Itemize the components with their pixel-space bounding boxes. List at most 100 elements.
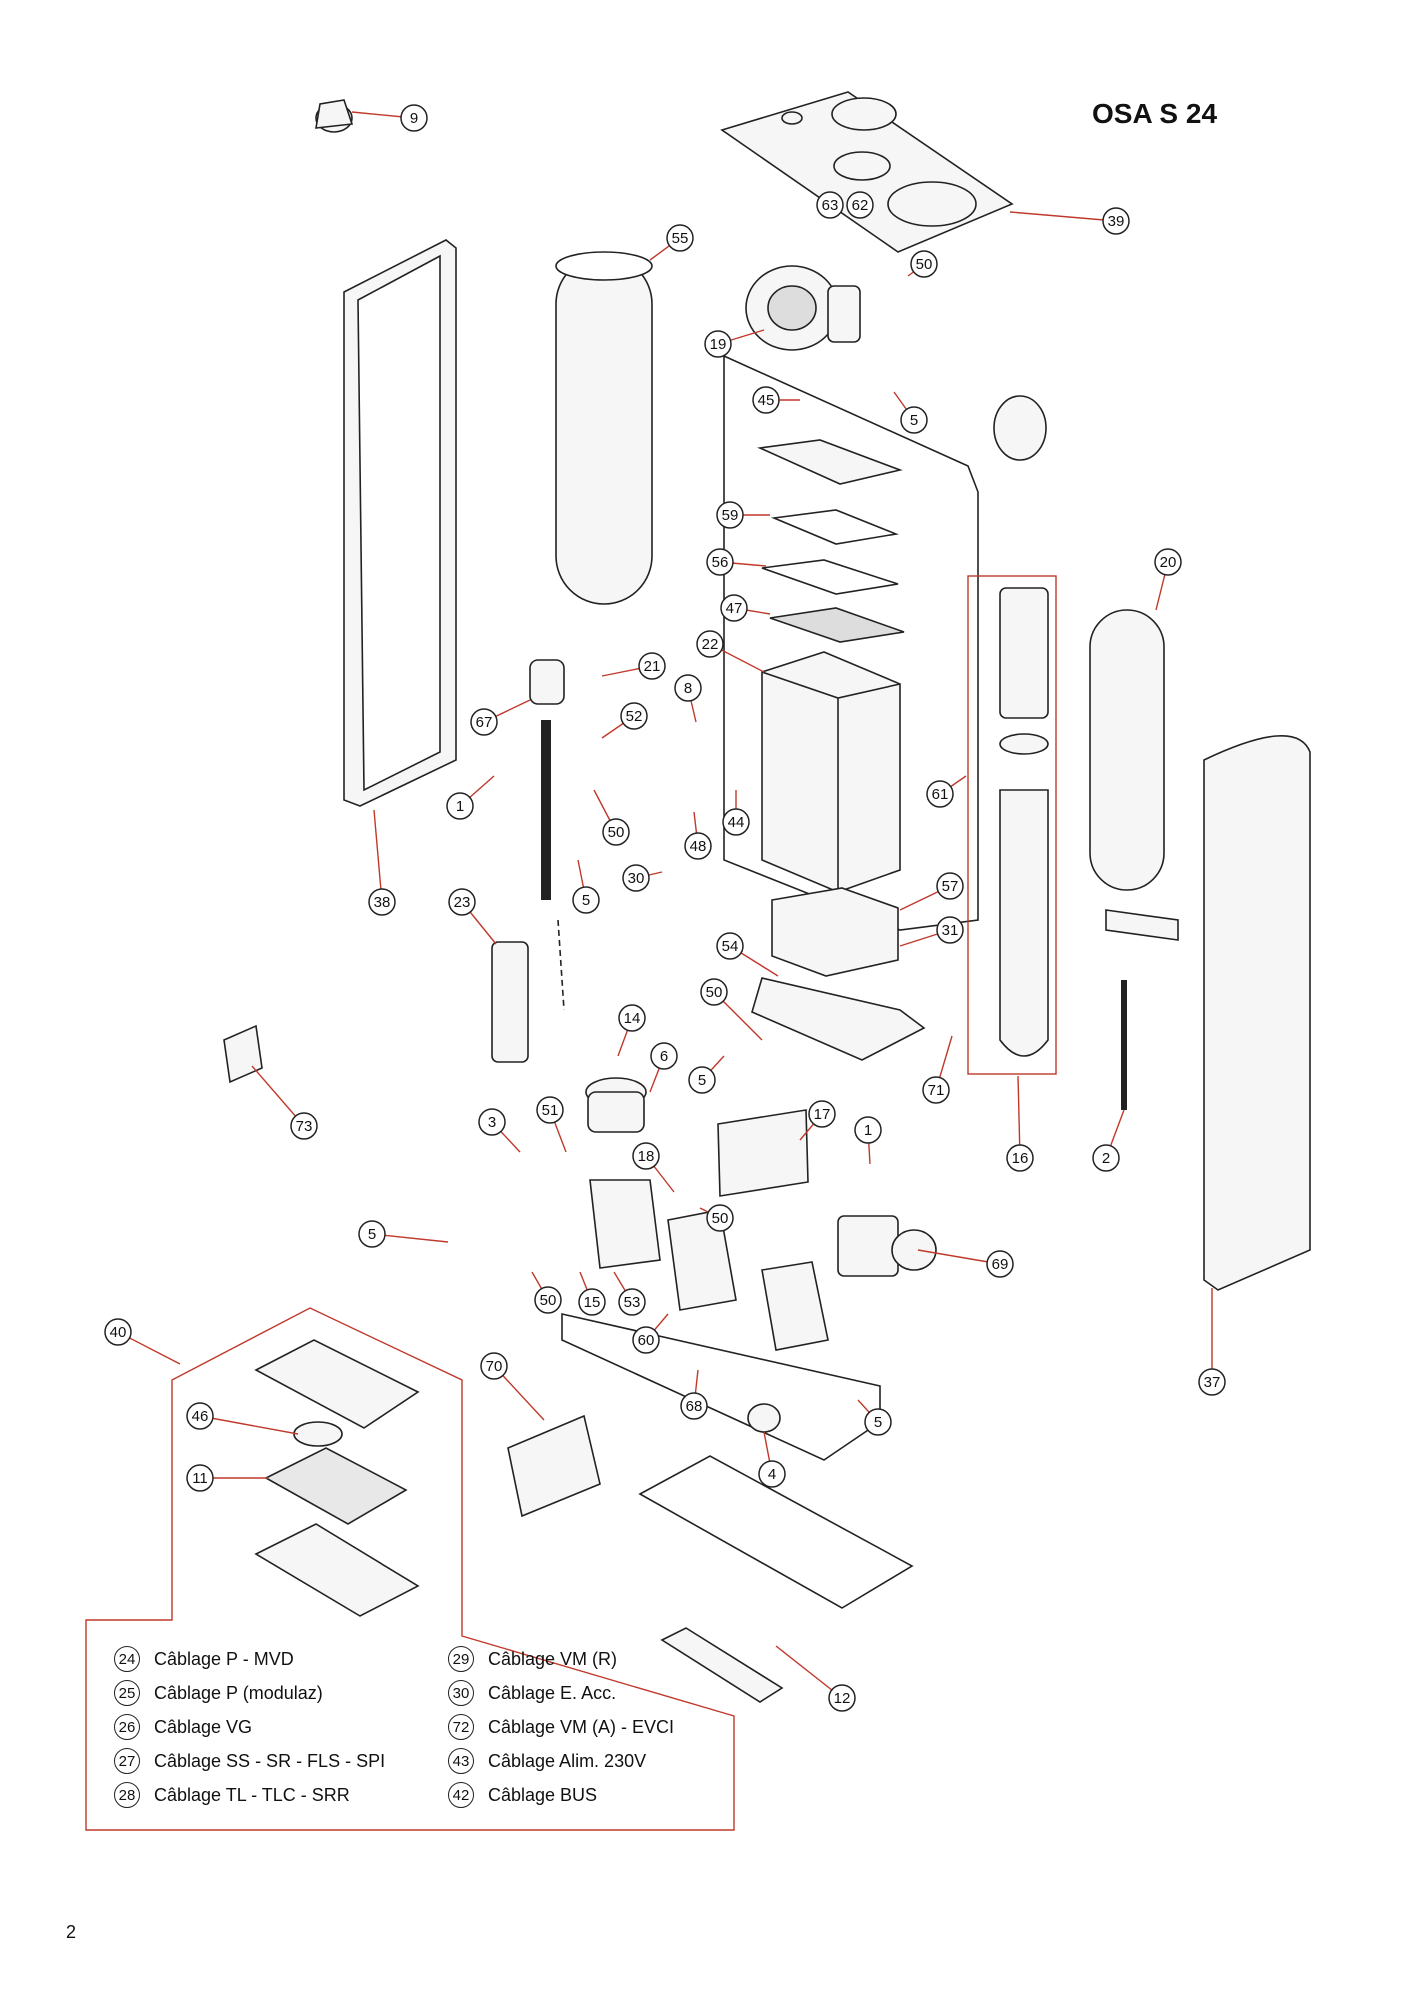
part-bottom-plate	[561, 1312, 881, 1461]
part-37-side-panel	[1203, 735, 1311, 1291]
callout-8: 8	[674, 674, 702, 702]
callout-46: 46	[186, 1402, 214, 1430]
callout-circle	[618, 1004, 646, 1032]
callout-number: 11	[192, 1470, 208, 1487]
callout-circle	[1092, 1144, 1120, 1172]
part-67-air-vent	[529, 659, 565, 900]
callout-circle	[716, 932, 744, 960]
callout-52: 52	[620, 702, 648, 730]
callout-circle	[706, 548, 734, 576]
callout-2: 2	[1092, 1144, 1120, 1172]
callout-number: 31	[942, 922, 959, 939]
diagram-title: OSA S 24	[1092, 98, 1218, 129]
legend-item-number: 29	[448, 1646, 474, 1672]
callout-5: 5	[688, 1066, 716, 1094]
legend-item-label: Câblage Alim. 230V	[488, 1750, 647, 1771]
callout-53: 53	[618, 1288, 646, 1316]
callout-circle	[478, 1108, 506, 1136]
callout-number: 23	[454, 894, 471, 911]
legend-item-number: 43	[448, 1748, 474, 1774]
callout-12: 12	[828, 1684, 856, 1712]
callout-circle	[758, 1460, 786, 1488]
part-tray	[638, 1455, 914, 1609]
callout-number: 48	[690, 838, 707, 855]
page-number: 2	[66, 1922, 77, 1942]
callout-number: 5	[582, 892, 590, 909]
part-19-fan	[745, 265, 861, 351]
callout-circle	[716, 501, 744, 529]
callout-circle	[480, 1352, 508, 1380]
callout-circle	[700, 978, 728, 1006]
leader-line-39	[1009, 211, 1117, 222]
callout-circle	[632, 1142, 660, 1170]
callout-number: 50	[608, 824, 625, 841]
callout-number: 17	[814, 1106, 831, 1123]
callout-22: 22	[696, 630, 724, 658]
callout-number: 46	[192, 1408, 209, 1425]
legend-item-number: 42	[448, 1782, 474, 1808]
callout-62: 62	[846, 191, 874, 219]
leader-line-69	[917, 1249, 1001, 1265]
callout-67: 67	[470, 708, 498, 736]
callout-circle	[706, 1204, 734, 1232]
callout-50: 50	[910, 250, 938, 278]
part-9-drawing	[315, 99, 354, 133]
callout-3: 3	[478, 1108, 506, 1136]
callout-69: 69	[986, 1250, 1014, 1278]
callout-31: 31	[936, 916, 964, 944]
part-4-fitting	[747, 1403, 781, 1433]
callout-circle	[186, 1402, 214, 1430]
callout-circle	[926, 780, 954, 808]
part-73-box	[223, 1024, 263, 1084]
part-38-side-panel	[343, 239, 457, 807]
callout-4: 4	[758, 1460, 786, 1488]
part-31-57-burner	[751, 887, 926, 1061]
callout-circle	[1154, 548, 1182, 576]
callout-50: 50	[602, 818, 630, 846]
callout-number: 8	[684, 680, 692, 697]
part-55-vessel	[555, 251, 653, 605]
legend-item-number: 28	[114, 1782, 140, 1808]
callout-16: 16	[1006, 1144, 1034, 1172]
callout-number: 67	[476, 714, 493, 731]
callout-11: 11	[186, 1464, 214, 1492]
callout-number: 12	[834, 1690, 851, 1707]
callout-circle	[688, 1066, 716, 1094]
callout-circle	[650, 1042, 678, 1070]
legend-item-number: 27	[114, 1748, 140, 1774]
callout-number: 30	[628, 870, 645, 887]
part-59-56-47-gaskets	[757, 439, 905, 643]
callout-51: 51	[536, 1096, 564, 1124]
callout-number: 55	[672, 230, 689, 247]
callout-circle	[1198, 1368, 1226, 1396]
callout-5: 5	[572, 886, 600, 914]
leader-line-46	[199, 1415, 299, 1435]
legend-item-number: 26	[114, 1714, 140, 1740]
callout-number: 50	[706, 984, 723, 1001]
callout-number: 5	[698, 1072, 706, 1089]
legend-item-label: Câblage VM (A) - EVCI	[488, 1716, 675, 1737]
callout-61: 61	[926, 780, 954, 808]
part-39-top-plate	[720, 91, 1014, 253]
callout-70: 70	[480, 1352, 508, 1380]
callout-number: 18	[638, 1148, 655, 1165]
callout-17: 17	[808, 1100, 836, 1128]
callout-57: 57	[936, 872, 964, 900]
part-22-heat-exchanger	[761, 651, 901, 893]
leader-line-38	[373, 809, 383, 903]
callout-circle	[186, 1464, 214, 1492]
callout-circle	[104, 1318, 132, 1346]
callout-68: 68	[680, 1392, 708, 1420]
callout-circle	[846, 191, 874, 219]
callout-number: 39	[1108, 213, 1125, 230]
callout-5: 5	[358, 1220, 386, 1248]
callout-circle	[358, 1220, 386, 1248]
callout-number: 38	[374, 894, 391, 911]
callout-circle	[536, 1096, 564, 1124]
callout-9: 9	[400, 104, 428, 132]
callout-number: 5	[874, 1414, 882, 1431]
callout-circle	[854, 1116, 882, 1144]
